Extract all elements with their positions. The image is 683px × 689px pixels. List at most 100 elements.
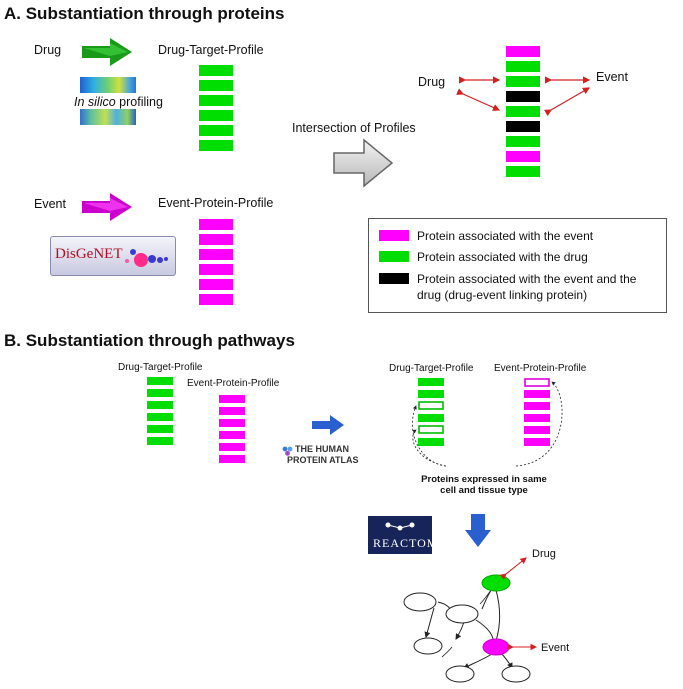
- protein-bar: [147, 437, 173, 445]
- pathway-node: [445, 604, 479, 624]
- legend-text: Protein associated with the event: [417, 229, 594, 243]
- event-protein-profile-label: Event-Protein-Profile: [158, 196, 274, 210]
- network-drug-label: Drug: [532, 548, 556, 560]
- reactome-logo: REACTOME: [368, 516, 446, 554]
- not-expressed-bar: [418, 425, 444, 434]
- protein-bar: [199, 264, 233, 275]
- in-silico-heatmap-bottom: [80, 109, 136, 125]
- protein-bar: [506, 136, 540, 147]
- drug-node: [481, 574, 511, 592]
- b-event-protein-profile-label: Event-Protein-Profile: [187, 378, 280, 389]
- section-b-title: B. Substantiation through pathways: [4, 331, 295, 350]
- expressed-caption-line2: cell and tissue type: [440, 485, 528, 496]
- pathway-node: [445, 665, 475, 683]
- hpa-logo-line2: PROTEIN ATLAS: [287, 455, 359, 465]
- not-expressed-bar: [418, 401, 444, 410]
- protein-bar: [199, 80, 233, 91]
- event-node: [482, 638, 510, 656]
- protein-bar: [219, 455, 245, 463]
- network-event-label: Event: [541, 642, 570, 654]
- protein-bar: [418, 378, 444, 386]
- hpa-logo-line1: THE HUMAN: [295, 444, 349, 454]
- legend-swatch: [379, 273, 409, 284]
- protein-bar: [506, 166, 540, 177]
- b-drug-target-profile-label: Drug-Target-Profile: [118, 362, 203, 373]
- combined-profile-stack: [506, 46, 540, 177]
- green-arrow-icon: [82, 38, 132, 66]
- protein-bar: [199, 95, 233, 106]
- hpa-dots-icon: [282, 446, 293, 456]
- protein-bar: [199, 294, 233, 305]
- linking-protein-bar: [506, 91, 540, 102]
- protein-bar: [219, 395, 245, 403]
- linking-protein-bar: [506, 121, 540, 132]
- protein-bar: [418, 438, 444, 446]
- protein-bar: [199, 140, 233, 151]
- protein-bar: [219, 431, 245, 439]
- b-drug-target-profile-stack: [147, 377, 173, 445]
- legend-swatch: [379, 251, 409, 262]
- expressed-caption-line1: Proteins expressed in same: [421, 474, 547, 485]
- pathway-network: [403, 557, 538, 683]
- expressed-caption: Proteins expressed in same cell and tiss…: [404, 474, 564, 496]
- disgenet-logo: DisGeNET: [50, 236, 176, 276]
- protein-bar: [506, 151, 540, 162]
- b-right-event-protein-profile-label: Event-Protein-Profile: [494, 363, 587, 374]
- drug-label: Drug: [34, 43, 62, 57]
- protein-bar: [418, 414, 444, 422]
- protein-bar: [199, 110, 233, 121]
- protein-bar: [524, 438, 550, 446]
- b-right-drug-target-profile-label: Drug-Target-Profile: [389, 363, 474, 374]
- legend-swatch: [379, 230, 409, 241]
- protein-bar: [524, 426, 550, 434]
- protein-bar: [147, 425, 173, 433]
- b-expressed-profiles: [412, 378, 563, 467]
- intersection-label: Intersection of Profiles: [292, 121, 416, 135]
- protein-bar: [219, 419, 245, 427]
- protein-bar: [506, 61, 540, 72]
- combined-drug-label: Drug: [418, 75, 446, 89]
- section-a-title: A. Substantiation through proteins: [4, 4, 285, 23]
- protein-bar: [147, 389, 173, 397]
- reactome-logo-text: REACTOME: [373, 536, 447, 550]
- protein-bar: [199, 65, 233, 76]
- protein-bar: [524, 390, 550, 398]
- protein-bar: [506, 106, 540, 117]
- legend: Protein associated with the event Protei…: [368, 218, 667, 313]
- protein-bar: [219, 407, 245, 415]
- magenta-arrow-icon: [82, 193, 132, 221]
- drug-target-profile-stack: [199, 65, 233, 151]
- protein-bar: [219, 443, 245, 451]
- red-link-arrows: [456, 76, 591, 117]
- drug-target-profile-label: Drug-Target-Profile: [158, 43, 264, 57]
- protein-bar: [524, 402, 550, 410]
- protein-bar: [147, 401, 173, 409]
- reactome-network-icon: [385, 522, 415, 531]
- event-protein-profile-stack: [199, 219, 233, 305]
- protein-bar: [506, 46, 540, 57]
- blue-arrow-icon: [312, 415, 344, 435]
- legend-item-linking: Protein associated with the event and th…: [379, 271, 647, 303]
- legend-item-event: Protein associated with the event: [379, 228, 647, 244]
- protein-bar: [147, 413, 173, 421]
- b-event-protein-profile-stack: [219, 395, 245, 463]
- pathway-node: [413, 637, 443, 655]
- in-silico-heatmap-top: [80, 77, 136, 93]
- event-label: Event: [34, 197, 66, 211]
- protein-bar: [199, 249, 233, 260]
- not-expressed-bar: [524, 378, 550, 387]
- protein-bar: [199, 234, 233, 245]
- protein-bar: [199, 279, 233, 290]
- protein-bar: [199, 125, 233, 136]
- pathway-node: [501, 665, 531, 683]
- in-silico-profiling-label: In silico profiling: [74, 95, 163, 109]
- combined-event-label: Event: [596, 70, 628, 84]
- protein-bar: [524, 414, 550, 422]
- protein-bar: [199, 219, 233, 230]
- legend-text: Protein associated with the drug: [417, 250, 588, 264]
- protein-bar: [147, 377, 173, 385]
- legend-item-drug: Protein associated with the drug: [379, 249, 647, 265]
- gray-arrow-icon: [333, 138, 394, 188]
- pathway-node: [403, 592, 437, 612]
- blue-down-arrow-icon: [465, 514, 491, 547]
